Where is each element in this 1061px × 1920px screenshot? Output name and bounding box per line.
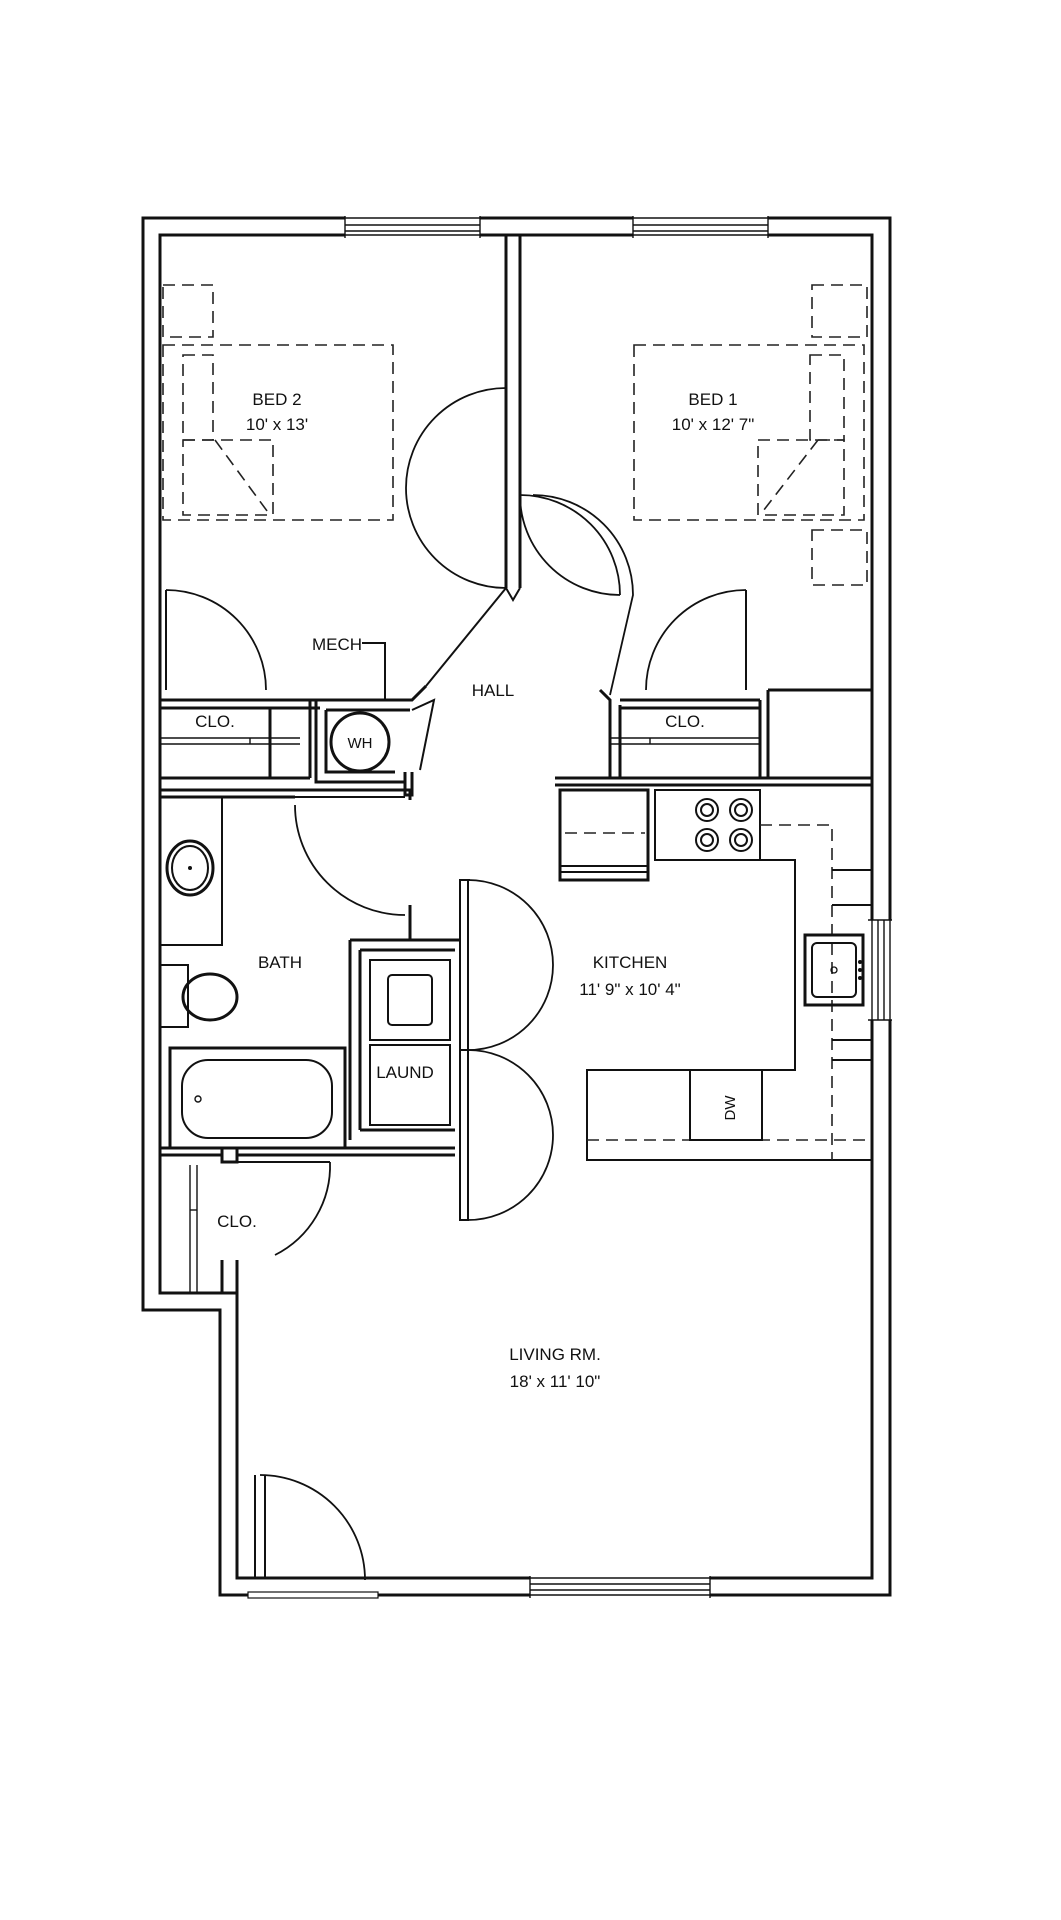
window-kitchen <box>868 919 892 1021</box>
water-heater-label: WH <box>348 735 373 752</box>
door-mech[interactable] <box>411 698 436 771</box>
closet-right-fixtures <box>610 737 760 745</box>
door-entry[interactable] <box>247 1474 379 1599</box>
closet-left-label: CLO. <box>195 712 235 731</box>
bed2-name: BED 2 <box>252 390 301 409</box>
door-laundry-upper[interactable] <box>459 879 554 1051</box>
living-size: 18' x 11' 10" <box>510 1372 601 1391</box>
hall-label: HALL <box>472 681 515 700</box>
door-closet-entry[interactable] <box>237 1161 331 1256</box>
closet-right-label: CLO. <box>665 712 705 731</box>
kitchen-name: KITCHEN <box>593 953 668 972</box>
bed1-size: 10' x 12' 7" <box>672 415 754 434</box>
door-closet-bed1[interactable] <box>645 589 747 691</box>
closet-entry-label: CLO. <box>217 1212 257 1231</box>
water-heater <box>329 711 391 773</box>
laundry-machines <box>369 959 451 1126</box>
mech-leader <box>362 642 386 700</box>
door-bed1[interactable] <box>519 494 621 596</box>
kitchen-size: 11' 9" x 10' 4" <box>579 980 680 999</box>
window-living <box>529 1576 711 1598</box>
bath-fixtures <box>159 796 347 1150</box>
kitchen-counters <box>558 788 873 1161</box>
bed2-size: 10' x 13' <box>246 415 308 434</box>
bath-label: BATH <box>258 953 302 972</box>
door-bed1-right[interactable] <box>532 494 634 696</box>
closet-left-fixtures <box>160 737 300 745</box>
range-cooktop <box>695 798 753 852</box>
door-laundry-lower[interactable] <box>459 1049 554 1221</box>
window-bed1 <box>632 216 769 238</box>
bed1-furniture <box>633 284 868 586</box>
door-bed2[interactable] <box>405 387 507 687</box>
door-bath[interactable] <box>294 796 406 916</box>
bed1-name: BED 1 <box>688 390 737 409</box>
window-bed2 <box>344 216 481 238</box>
living-name: LIVING RM. <box>509 1345 601 1364</box>
closet-entry-fixtures <box>189 1165 198 1293</box>
dishwasher-label: DW <box>722 1095 739 1121</box>
exterior-walls <box>141 216 892 1597</box>
bed2-furniture <box>162 284 394 521</box>
kitchen-sink <box>803 933 865 1007</box>
door-closet-bed2[interactable] <box>165 589 267 691</box>
mech-label: MECH <box>312 635 362 654</box>
laundry-label: LAUND <box>376 1063 434 1082</box>
